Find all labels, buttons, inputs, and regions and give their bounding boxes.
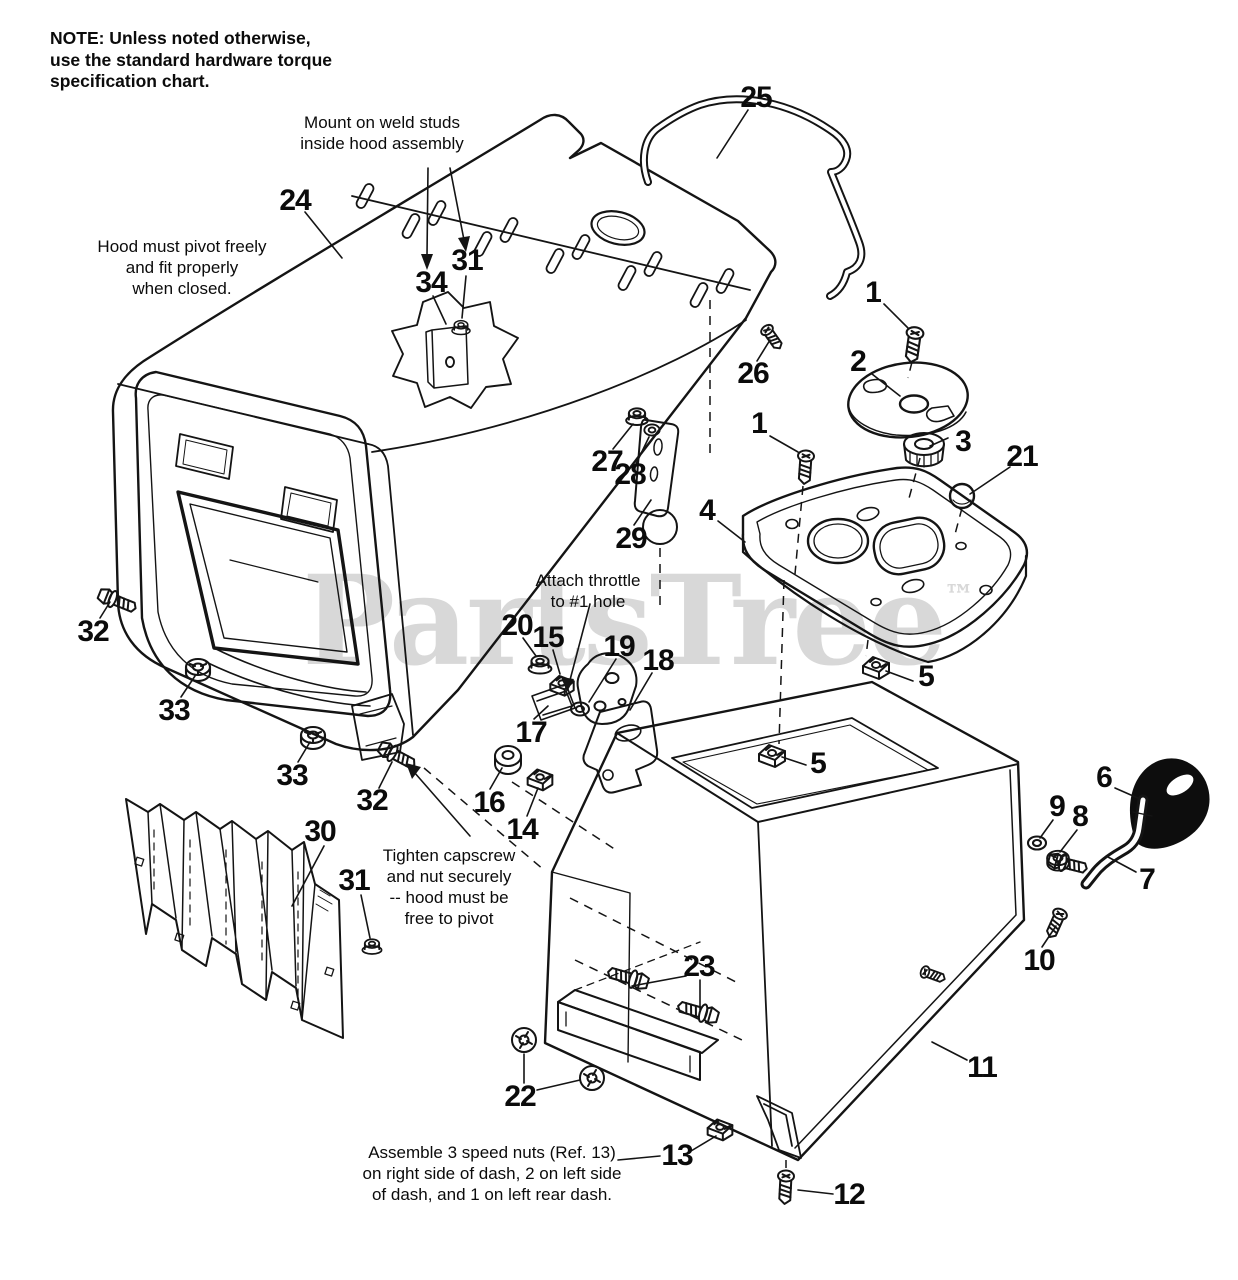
arrowheads [406,236,574,779]
part-callout-5: 5 [810,747,827,780]
part-callout-1: 1 [751,407,768,440]
part-callout-2: 2 [850,345,867,378]
shift-lever [1080,794,1153,890]
part-callout-32: 32 [356,784,388,817]
part-callout-33: 33 [276,759,308,792]
part-callout-24: 24 [279,184,311,217]
part-callout-8: 8 [1072,800,1089,833]
part-callout-27: 27 [591,445,623,478]
part-callout-11: 11 [967,1051,998,1084]
dash-support-bracket [557,941,719,1081]
part-callout-23: 23 [683,950,715,983]
knob-highlight [1166,774,1194,796]
part-callout-34: 34 [415,266,447,299]
dash-top-panel [741,466,1029,664]
part-callout-5: 5 [918,660,935,693]
part-callout-3: 3 [955,425,972,458]
part-callout-10: 10 [1023,944,1055,977]
part-callout-14: 14 [506,813,538,846]
support-strap [633,418,680,545]
part-callout-16: 16 [473,786,505,819]
part-callout-29: 29 [615,522,647,555]
part-callout-33: 33 [158,694,190,727]
part-callout-9: 9 [1049,790,1066,823]
assembly-dashed-lines [423,300,963,1168]
assemble-speed-nuts-note: Assemble 3 speed nuts (Ref. 13)on right … [362,1143,622,1205]
part-callout-13: 13 [661,1139,693,1172]
part-callout-20: 20 [501,609,533,642]
part-callout-31: 31 [338,864,370,897]
part-callout-1: 1 [865,276,882,309]
part-callout-30: 30 [304,815,336,848]
part-callout-21: 21 [1006,440,1038,473]
line-art-group [95,95,1210,1206]
part-callout-4: 4 [699,494,716,527]
throttle-plate [531,683,576,721]
lower-dash [543,680,1026,1162]
leader-lines [99,109,1141,1195]
part-callout-31: 31 [451,244,483,277]
part-callout-7: 7 [1139,863,1156,896]
part-callout-19: 19 [603,630,635,663]
hood-louvers [355,183,735,308]
part-callout-17: 17 [515,716,547,749]
throttle-lever-plate [576,652,638,725]
torque-note: NOTE: Unless noted otherwise,use the sta… [50,28,333,92]
part-callout-32: 32 [77,615,109,648]
part-callout-25: 25 [740,81,772,114]
part-callout-15: 15 [532,621,564,654]
part-callout-6: 6 [1096,761,1113,794]
part-callout-22: 22 [504,1080,536,1113]
grille-insert [125,798,344,1039]
part-callout-28: 28 [614,458,646,491]
part-callout-18: 18 [642,644,674,677]
hood-support-rod [639,95,866,300]
trademark-symbol: ™ [944,579,975,614]
control-plate [847,361,969,439]
dash-foot [756,1095,802,1159]
part-callout-12: 12 [833,1178,865,1211]
part-callout-26: 26 [737,357,769,390]
